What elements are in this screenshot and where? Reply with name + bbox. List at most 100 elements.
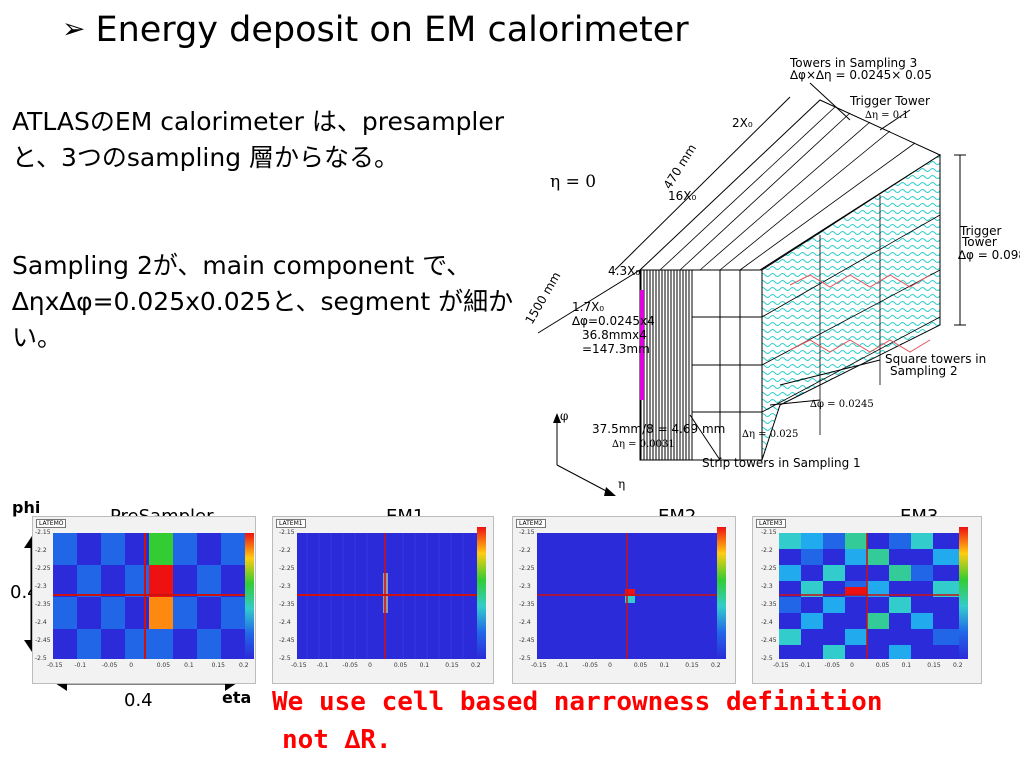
label-1500mm: 1500 mm — [522, 270, 563, 327]
x-tick-label: 0.2 — [471, 662, 481, 669]
em-calorimeter-diagram: Towers in Sampling 3 ∆φ×∆η = 0.0245× 0.0… — [522, 56, 1020, 496]
label-square-towers-1: Square towers in — [885, 352, 986, 366]
label-strip-1: 37.5mm/8 = 4.69 mm — [592, 422, 725, 436]
label-4-3x0: 4.3X₀ — [608, 264, 640, 278]
label-trigger-right-3: ∆φ = 0.0982 — [957, 248, 1020, 262]
top-face-lines — [659, 106, 916, 271]
y-tick-label: -2.25 — [519, 565, 535, 572]
label-470mm: 470 mm — [661, 142, 699, 192]
plot-panel-presampler: LATEMO -2.15-2.2-2.25-2.3-2.35-2.4-2.45-… — [32, 516, 256, 684]
plot-panel-em2: LATEM2 -2.15-2.2-2.25-2.3-2.35-2.4-2.45-… — [512, 516, 736, 684]
x-tick-label: -0.15 — [531, 662, 547, 669]
phi-label: phi — [12, 498, 41, 517]
y-tick-label: -2.45 — [279, 637, 295, 644]
x-tick-label: 0.15 — [927, 662, 941, 669]
eta-axis-line — [556, 464, 611, 494]
x-tick-label: -0.05 — [342, 662, 358, 669]
plot-panel-em3: LATEM3 -2.15-2.2-2.25-2.3-2.35-2.4-2.45-… — [752, 516, 982, 684]
x-tick-label: -0.05 — [824, 662, 840, 669]
x-tick-label: -0.1 — [316, 662, 329, 669]
x-tick-label: 0.05 — [875, 662, 890, 669]
label-eta0: η = 0 — [550, 172, 596, 192]
y-tick-label: -2.4 — [519, 619, 531, 626]
label-towers-s3: Towers in Sampling 3 — [789, 56, 917, 70]
paragraph-presampler: ATLASのEM calorimeter は、presampler と、3つのs… — [12, 107, 505, 172]
label-dphi-0245: ∆φ = 0.0245 — [810, 399, 874, 410]
label-phi-axis: φ — [560, 409, 568, 423]
label-1-7x0: 1.7X₀ — [572, 300, 604, 314]
y-tick-label: -2.3 — [279, 583, 291, 590]
y-tick-label: -2.3 — [35, 583, 47, 590]
label-trigger-right-2: Tower — [961, 235, 997, 249]
label-trigger-tower-deta: ∆η = 0.1 — [865, 110, 909, 121]
slide-title: ➢ Energy deposit on EM calorimeter — [62, 10, 689, 50]
y-tick-label: -2.35 — [279, 601, 295, 608]
y-tick-label: -2.15 — [35, 529, 51, 536]
paragraph-sampling2: Sampling 2が、main component で、∆ηx∆φ=0.025… — [12, 251, 514, 352]
label-dphi-s2: ∆φ=0.0245x4 — [571, 314, 655, 328]
y-tick-label: -2.4 — [35, 619, 47, 626]
y-tick-label: -2.3 — [519, 583, 531, 590]
bullet-arrow-icon: ➢ — [62, 12, 86, 45]
heatmap-presampler — [53, 533, 245, 659]
eta-range-label: 0.4 — [124, 690, 153, 711]
y-tick-label: -2.25 — [761, 565, 777, 572]
y-tick-label: -2.5 — [35, 655, 47, 662]
x-tick-label: -0.15 — [773, 662, 789, 669]
y-tick-label: -2.25 — [35, 565, 51, 572]
x-tick-label: 0.05 — [633, 662, 648, 669]
y-tick-label: -2.2 — [35, 547, 47, 554]
presampler-strip — [640, 290, 644, 400]
y-tick-label: -2.35 — [761, 601, 777, 608]
label-strip-2: ∆η = 0.0031 — [612, 439, 675, 450]
x-tick-label: 0.15 — [211, 662, 225, 669]
colorbar — [477, 527, 486, 659]
x-tick-label: 0.2 — [239, 662, 249, 669]
x-tick-label: -0.15 — [47, 662, 63, 669]
panel-tag: LATEM3 — [756, 519, 786, 528]
y-tick-label: -2.25 — [279, 565, 295, 572]
heatmap-cells — [779, 533, 959, 659]
footnote: We use cell based narrowness definition … — [272, 683, 882, 759]
colorbar — [717, 527, 726, 659]
x-tick-label: 0 — [608, 662, 612, 669]
dim-470 — [614, 96, 791, 271]
x-tick-label: -0.1 — [798, 662, 811, 669]
y-tick-label: -2.45 — [761, 637, 777, 644]
label-trigger-tower: Trigger Tower — [849, 94, 930, 108]
y-tick-label: -2.2 — [519, 547, 531, 554]
colorbar — [245, 533, 254, 659]
footnote-line-2: not ∆R. — [282, 725, 392, 755]
label-towers-s3-size: ∆φ×∆η = 0.0245× 0.05 — [789, 68, 932, 82]
title-text: Energy deposit on EM calorimeter — [95, 10, 689, 50]
panel-tag: LATEMO — [36, 519, 67, 528]
x-tick-label: -0.05 — [582, 662, 598, 669]
label-16x0: 16X₀ — [668, 189, 696, 203]
label-147-3mm: =147.3mm — [582, 342, 650, 356]
x-tick-label: 0 — [368, 662, 372, 669]
x-tick-label: 0 — [850, 662, 854, 669]
label-trigger-right-1: Trigger — [959, 224, 1001, 238]
x-tick-label: 0 — [129, 662, 134, 669]
label-36-8mm: 36.8mmx4 — [582, 328, 647, 342]
strip-towers-block — [639, 269, 693, 461]
y-tick-label: -2.45 — [519, 637, 535, 644]
y-tick-label: -2.5 — [761, 655, 773, 662]
y-tick-label: -2.4 — [279, 619, 291, 626]
heatmap-em2 — [537, 533, 717, 659]
label-deta-0025: ∆η = 0.025 — [742, 429, 798, 440]
label-2x0: 2X₀ — [732, 116, 753, 130]
x-tick-label: 0.1 — [184, 662, 194, 669]
label-square-towers-2: Sampling 2 — [890, 364, 958, 378]
x-tick-label: -0.1 — [74, 662, 87, 669]
y-tick-label: -2.5 — [279, 655, 291, 662]
x-tick-label: 0.05 — [393, 662, 408, 669]
wave-red — [789, 274, 931, 288]
y-tick-label: -2.35 — [35, 601, 51, 608]
panel-tag: LATEM2 — [516, 519, 546, 528]
colorbar — [959, 527, 968, 659]
x-tick-label: 0.15 — [445, 662, 459, 669]
x-tick-label: 0.2 — [711, 662, 721, 669]
phi-range-label: 0.4 — [10, 582, 39, 603]
x-tick-label: -0.05 — [101, 662, 118, 669]
